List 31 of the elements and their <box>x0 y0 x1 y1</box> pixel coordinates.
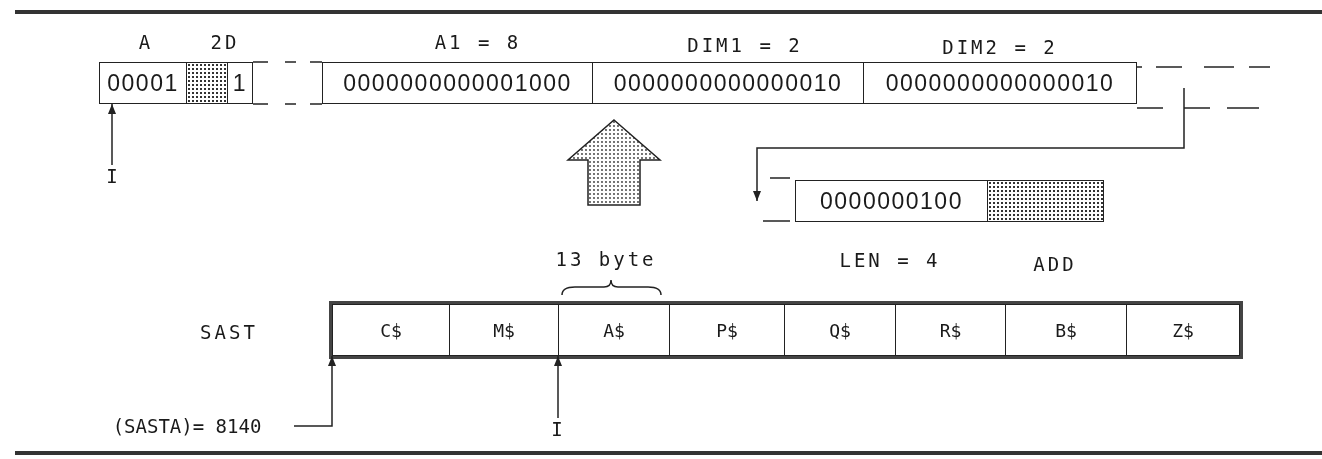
size-label: 13 byte <box>555 248 657 270</box>
table-cell: B$ <box>1005 304 1127 356</box>
table-label: SAST <box>200 321 258 343</box>
shaded-cell <box>186 62 228 104</box>
pointer-label: I <box>103 165 121 187</box>
memory-cell: 0000000000000010 <box>592 62 864 104</box>
arrow <box>293 355 336 427</box>
field-label: ADD <box>1033 253 1077 275</box>
table-cell: A$ <box>558 304 670 356</box>
field-label: DIM2 = 2 <box>942 36 1058 58</box>
field-label: A1 = 8 <box>434 31 522 53</box>
pointer-label: I <box>548 418 566 440</box>
table-cell: M$ <box>449 304 559 356</box>
table-cell: R$ <box>895 304 1006 356</box>
arrow <box>753 87 1185 202</box>
table-cell: P$ <box>669 304 785 356</box>
field-label: 2D <box>210 31 240 53</box>
field-label: LEN = 4 <box>839 249 941 271</box>
field-label: A <box>138 31 154 53</box>
memory-cell: 0000000100 <box>795 180 988 222</box>
memory-cell: 0000000000001000 <box>322 62 593 104</box>
arrow <box>108 103 116 166</box>
table-cell: Z$ <box>1126 304 1240 356</box>
memory-cell: 0000000000000010 <box>863 62 1137 104</box>
pointer-label: (SASTA)= 8140 <box>84 414 290 438</box>
table-cell: Q$ <box>784 304 896 356</box>
field-label: DIM1 = 2 <box>687 34 803 56</box>
table-cell: C$ <box>332 304 450 356</box>
shaded-cell <box>987 180 1104 222</box>
arrow <box>554 355 562 419</box>
memory-cell: 1 <box>227 62 253 104</box>
